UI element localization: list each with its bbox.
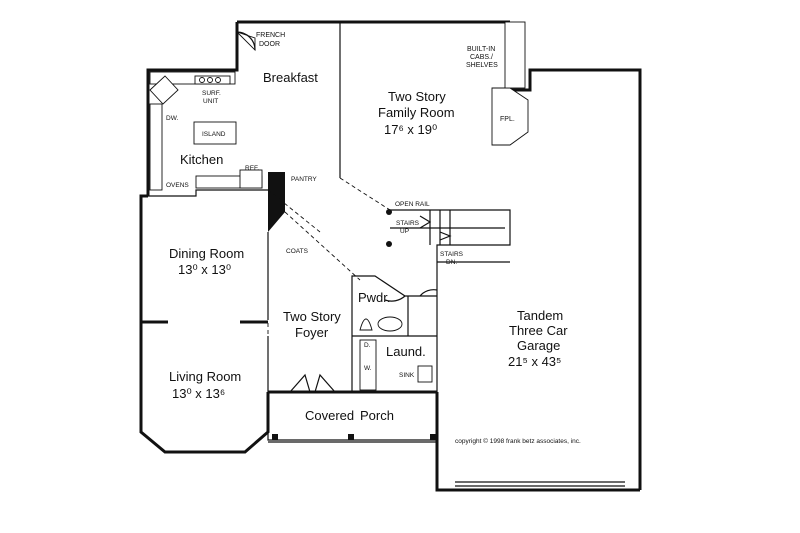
label-ref: REF.: [245, 165, 259, 172]
room-porch-2: Porch: [360, 408, 394, 423]
room-foyer-2: Foyer: [295, 325, 329, 340]
laundry-fixtures: [359, 339, 433, 391]
label-open-rail: OPEN RAIL: [395, 201, 430, 208]
french-door: [236, 31, 256, 52]
powder-door: [384, 289, 438, 302]
label-surf-1: SURF.: [202, 90, 221, 97]
room-breakfast: Breakfast: [263, 70, 318, 85]
label-built-in-2: CABS./: [470, 54, 493, 61]
island: [193, 121, 237, 145]
room-powder: Pwdr.: [358, 290, 391, 305]
label-sink: SINK: [399, 372, 415, 379]
room-kitchen: Kitchen: [180, 152, 223, 167]
powder-fixtures: [359, 316, 403, 332]
label-stairs-up-1: STAIRS: [396, 220, 420, 227]
room-family-title-1: Two Story: [388, 89, 446, 104]
label-stairs-up-2: UP: [400, 228, 409, 235]
label-pantry: PANTRY: [291, 176, 317, 183]
room-dining-title: Dining Room: [169, 246, 244, 261]
built-in-cabinets: [504, 21, 526, 89]
room-garage-2: Three Car: [509, 323, 568, 338]
label-fireplace: FPL.: [500, 116, 515, 123]
room-living-dims: 13⁰ x 13⁶: [172, 386, 225, 401]
porch-columns: [272, 434, 436, 440]
room-garage-dims: 21⁵ x 43⁵: [508, 354, 561, 369]
room-dining-dims: 13⁰ x 13⁰: [178, 262, 231, 277]
room-porch-1: Covered: [305, 408, 354, 423]
room-family-dims: 17⁶ x 19⁰: [384, 122, 437, 137]
label-dryer: D.: [364, 342, 371, 349]
label-ovens: OVENS: [166, 182, 189, 189]
room-foyer-1: Two Story: [283, 309, 341, 324]
label-surf-2: UNIT: [203, 98, 218, 105]
label-island: ISLAND: [202, 131, 226, 138]
garage-door: [455, 481, 625, 487]
label-built-in-1: BUILT-IN: [467, 46, 495, 53]
label-coats: COATS: [286, 248, 309, 255]
room-garage-3: Garage: [517, 338, 560, 353]
label-washer: W.: [364, 365, 372, 372]
label-built-in-3: SHELVES: [466, 62, 498, 69]
label-dw: DW.: [166, 115, 178, 122]
room-living-title: Living Room: [169, 369, 241, 384]
room-laundry: Laund.: [386, 344, 426, 359]
label-french-door-1: FRENCH: [256, 32, 285, 39]
front-door: [289, 373, 336, 393]
label-stairs-dn-1: STAIRS: [440, 251, 464, 258]
room-family-title-2: Family Room: [378, 105, 455, 120]
label-french-door-2: DOOR: [259, 41, 280, 48]
copyright-notice: copyright © 1998 frank betz associates, …: [455, 437, 581, 445]
label-stairs-dn-2: DN.: [446, 259, 457, 266]
dashed-lines: [267, 177, 391, 392]
room-garage-1: Tandem: [517, 308, 563, 323]
stairs: [386, 209, 505, 247]
kitchen-fixtures: [149, 71, 263, 191]
